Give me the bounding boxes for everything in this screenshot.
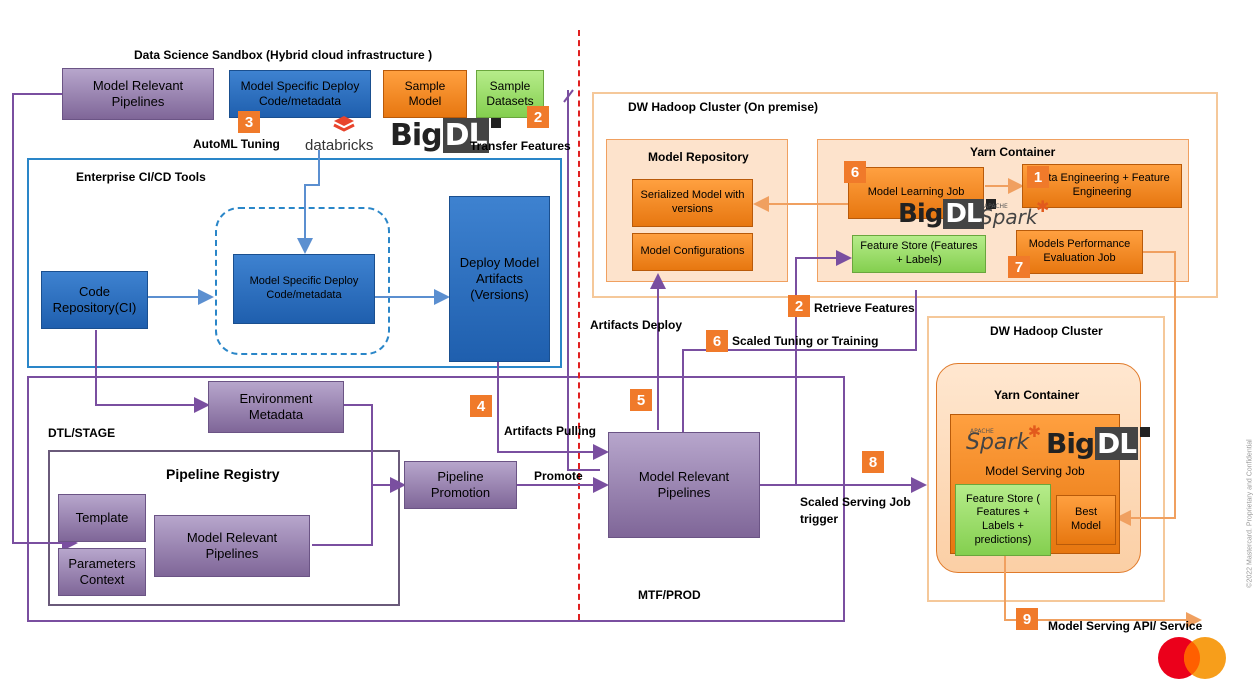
pipeline-promotion-box: Pipeline Promotion xyxy=(404,461,517,509)
scaled-serving-label: Scaled Serving Job trigger xyxy=(800,495,911,526)
badge-2-retrieve: 2 xyxy=(788,295,810,317)
dw-cluster-label: DW Hadoop Cluster xyxy=(990,324,1103,338)
badge-8: 8 xyxy=(862,451,884,473)
dw-onprem-label: DW Hadoop Cluster (On premise) xyxy=(628,100,819,114)
deploy-artifacts-box: Deploy Model Artifacts (Versions) xyxy=(449,196,550,362)
model-repository-label: Model Repository xyxy=(648,150,749,164)
cicd-deploy-code-box: Model Specific Deploy Code/metadata xyxy=(233,254,375,324)
data-engineering-box: Data Engineering + Feature Engineering xyxy=(1022,164,1182,208)
badge-3: 3 xyxy=(238,111,260,133)
databricks-icon xyxy=(333,114,355,134)
enterprise-cicd-label: Enterprise CI/CD Tools xyxy=(76,170,206,184)
model-serving-job-label: Model Serving Job xyxy=(985,464,1085,478)
prod-pipelines-box: Model Relevant Pipelines xyxy=(608,432,760,538)
scaled-tuning-label: Scaled Tuning or Training xyxy=(732,334,879,348)
sandbox-title: Data Science Sandbox (Hybrid cloud infra… xyxy=(134,48,433,62)
mtf-prod-label: MTF/PROD xyxy=(638,588,701,602)
badge-9: 9 xyxy=(1016,608,1038,630)
dtl-prod-region xyxy=(27,376,845,622)
dtl-stage-label: DTL/STAGE xyxy=(48,426,116,440)
databricks-logo: databricks xyxy=(305,137,374,154)
model-configurations-box: Model Configurations xyxy=(632,233,753,271)
automl-label: AutoML Tuning xyxy=(193,137,280,151)
yarn-container-top-label: Yarn Container xyxy=(970,145,1056,159)
best-model-box: Best Model xyxy=(1056,495,1116,545)
sample-model-box: Sample Model xyxy=(383,70,467,118)
artifacts-pulling-label: Artifacts Pulling xyxy=(504,424,597,438)
badge-7: 7 xyxy=(1008,256,1030,278)
serialized-model-box: Serialized Model with versions xyxy=(632,179,753,227)
sandbox-deploy-code-box: Model Specific Deploy Code/metadata xyxy=(229,70,371,118)
feature-store-box: Feature Store (Features + Labels) xyxy=(852,235,986,273)
serving-api-label: Model Serving API/ Service xyxy=(1048,619,1203,633)
badge-6-tuning: 6 xyxy=(706,330,728,352)
badge-1: 1 xyxy=(1027,166,1049,188)
dw-cluster-region xyxy=(927,316,1165,602)
environment-metadata-box: Environment Metadata xyxy=(208,381,344,433)
serving-feature-store-box: Feature Store ( Features + Labels + pred… xyxy=(955,484,1051,556)
copyright-text: ©2022 Mastercard. Proprietary and Confid… xyxy=(1246,439,1254,588)
code-repository-box: Code Repository(CI) xyxy=(41,271,148,329)
promote-label: Promote xyxy=(534,469,583,483)
cicd-inner-dashed xyxy=(215,207,390,355)
yarn-container-bottom-label: Yarn Container xyxy=(994,388,1080,402)
template-box: Template xyxy=(58,494,146,542)
performance-evaluation-box: Models Performance Evaluation Job xyxy=(1016,230,1143,274)
dw-onprem-region xyxy=(592,92,1218,298)
pipeline-registry-label: Pipeline Registry xyxy=(166,466,280,482)
retrieve-features-label: Retrieve Features xyxy=(814,301,915,315)
pipeline-registry-region xyxy=(48,450,400,606)
sandbox-pipelines-box: Model Relevant Pipelines xyxy=(62,68,214,120)
artifacts-deploy-label: Artifacts Deploy xyxy=(590,318,683,332)
registry-pipelines-box: Model Relevant Pipelines xyxy=(154,515,310,577)
badge-5: 5 xyxy=(630,389,652,411)
badge-2-transfer: 2 xyxy=(527,106,549,128)
badge-4: 4 xyxy=(470,395,492,417)
parameters-context-box: Parameters Context xyxy=(58,548,146,596)
badge-6-learning: 6 xyxy=(844,161,866,183)
mastercard-logo xyxy=(1157,636,1227,680)
environment-divider xyxy=(578,30,580,620)
cicd-region xyxy=(27,158,562,368)
transfer-features-label: Transfer Features xyxy=(470,139,571,153)
